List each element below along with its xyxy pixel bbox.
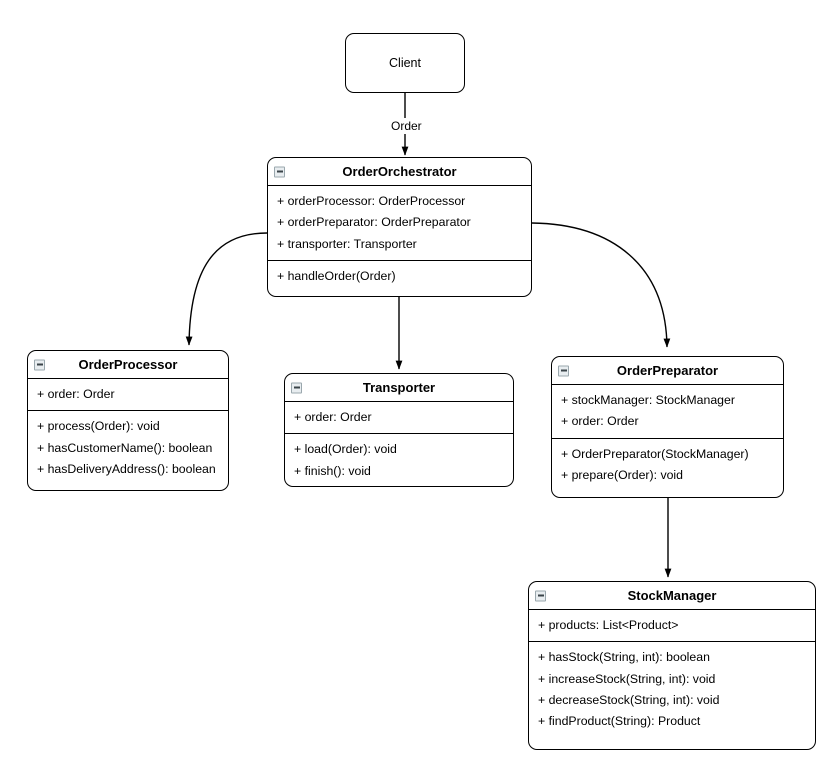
attribute-row: + stockManager: StockManager xyxy=(561,393,735,407)
method-row: + load(Order): void xyxy=(294,442,397,457)
node-order-processor-title: OrderProcessor xyxy=(78,357,178,372)
attribute-row: + order: Order xyxy=(294,410,372,424)
attribute-row: + orderPreparator: OrderPreparator xyxy=(277,215,471,230)
node-transporter-title: Transporter xyxy=(362,380,436,395)
node-order-orchestrator-attributes: + orderProcessor: OrderProcessor + order… xyxy=(268,186,531,260)
attribute-row: + orderProcessor: OrderProcessor xyxy=(277,194,466,208)
minus-square-icon[interactable] xyxy=(34,359,45,370)
attribute-row: + order: Order xyxy=(37,387,115,401)
node-stock-manager-attributes: + products: List<Product> xyxy=(529,610,815,641)
node-order-processor[interactable]: OrderProcessor + order: Order + process(… xyxy=(27,350,229,491)
node-transporter-attributes: + order: Order xyxy=(285,402,513,433)
method-row: + findProduct(String): Product xyxy=(538,714,701,729)
method-row: + OrderPreparator(StockManager) xyxy=(561,446,749,461)
node-transporter[interactable]: Transporter + order: Order + load(Order)… xyxy=(284,373,514,487)
method-row: + hasStock(String, int): boolean xyxy=(538,650,710,665)
minus-square-icon[interactable] xyxy=(535,590,546,601)
minus-square-icon[interactable] xyxy=(274,166,285,177)
edge-orchestrator-to-processor xyxy=(185,232,268,346)
attribute-row: + order: Order xyxy=(561,414,639,429)
attribute-row: + products: List<Product> xyxy=(538,618,679,632)
method-row: + hasDeliveryAddress(): boolean xyxy=(37,461,216,476)
node-order-preparator-header: OrderPreparator xyxy=(552,357,783,385)
node-stock-manager-header: StockManager xyxy=(529,582,815,610)
node-order-processor-attributes: + order: Order xyxy=(28,379,228,410)
attribute-row: + transporter: Transporter xyxy=(277,236,417,251)
minus-square-icon[interactable] xyxy=(291,382,302,393)
node-client[interactable]: Client xyxy=(345,33,465,93)
method-row: + hasCustomerName(): boolean xyxy=(37,440,213,455)
node-order-orchestrator[interactable]: OrderOrchestrator + orderProcessor: Orde… xyxy=(267,157,532,297)
edge-orchestrator-to-preparator xyxy=(531,222,671,348)
node-stock-manager-methods: + hasStock(String, int): boolean + incre… xyxy=(529,641,815,737)
node-transporter-methods: + load(Order): void + finish(): void xyxy=(285,433,513,487)
node-order-orchestrator-title: OrderOrchestrator xyxy=(342,164,457,179)
minus-square-icon[interactable] xyxy=(558,365,569,376)
node-order-preparator-title: OrderPreparator xyxy=(616,363,719,378)
node-client-title: Client xyxy=(389,56,421,70)
node-order-preparator-attributes: + stockManager: StockManager + order: Or… xyxy=(552,385,783,438)
node-order-processor-methods: + process(Order): void + hasCustomerName… xyxy=(28,410,228,485)
node-order-orchestrator-methods: + handleOrder(Order) xyxy=(268,259,531,292)
node-order-preparator[interactable]: OrderPreparator + stockManager: StockMan… xyxy=(551,356,784,498)
method-row: + process(Order): void xyxy=(37,419,160,434)
node-transporter-header: Transporter xyxy=(285,374,513,402)
node-stock-manager-title: StockManager xyxy=(627,588,717,603)
node-stock-manager[interactable]: StockManager + products: List<Product> +… xyxy=(528,581,816,750)
method-row: + decreaseStock(String, int): void xyxy=(538,692,720,707)
node-order-orchestrator-header: OrderOrchestrator xyxy=(268,158,531,186)
edge-label-order: Order xyxy=(388,118,425,134)
method-row: + increaseStock(String, int): void xyxy=(538,671,716,686)
node-order-processor-header: OrderProcessor xyxy=(28,351,228,379)
method-row: + finish(): void xyxy=(294,463,371,478)
method-row: + prepare(Order): void xyxy=(561,467,683,482)
node-order-preparator-methods: + OrderPreparator(StockManager) + prepar… xyxy=(552,437,783,492)
method-row: + handleOrder(Order) xyxy=(277,268,396,283)
